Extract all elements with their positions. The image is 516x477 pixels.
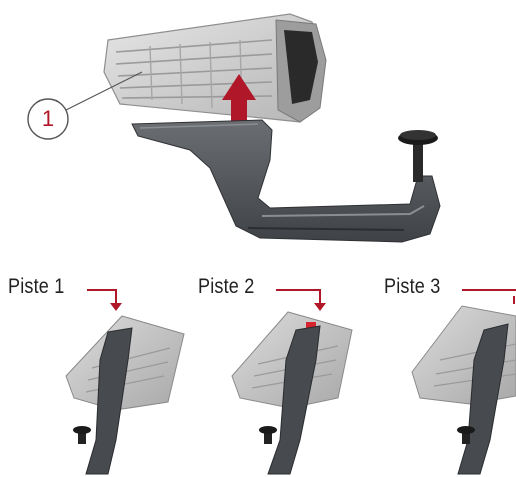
step-1-label: Piste 1: [8, 275, 65, 298]
main-assembly: [27, 13, 441, 243]
callout-number: 1: [41, 106, 55, 131]
step-1-illustration: [65, 289, 185, 475]
callout-1: [27, 71, 143, 140]
step-2-illustration: [231, 289, 353, 475]
seat-frame: [131, 119, 441, 243]
seat-shell: [103, 13, 327, 123]
step-3-label: Piste 3: [384, 275, 441, 298]
step-2-label: Piste 2: [198, 275, 255, 298]
step-3-illustration: [411, 289, 516, 475]
adjustment-knob: [398, 130, 438, 182]
